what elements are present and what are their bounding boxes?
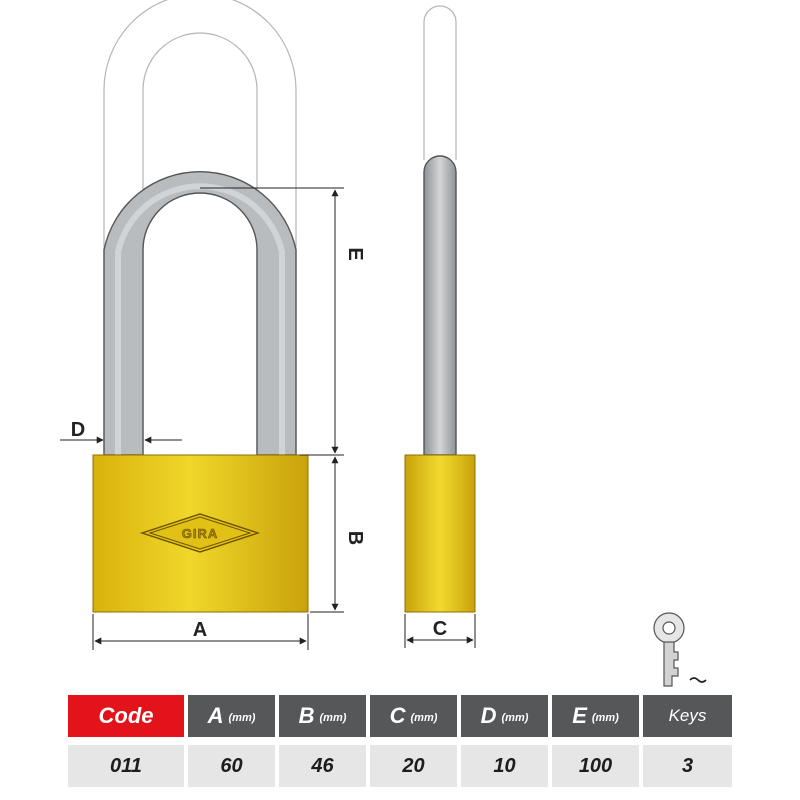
dimension-e bbox=[200, 187, 344, 456]
value-cell-c: 20 bbox=[370, 745, 457, 787]
dimension-a-label: A bbox=[193, 619, 207, 641]
header-cell-code: Code bbox=[68, 695, 184, 737]
dimension-b bbox=[310, 454, 344, 613]
brand-label: GIRA bbox=[182, 526, 219, 541]
raised-shackle-outline bbox=[103, 0, 297, 455]
header-unit-b: (mm) bbox=[319, 712, 347, 724]
shackle-side bbox=[423, 155, 457, 456]
header-unit-a: (mm) bbox=[228, 712, 256, 724]
header-cell-b: B (mm) bbox=[279, 695, 366, 737]
header-cell-a: A (mm) bbox=[188, 695, 275, 737]
header-unit-d: (mm) bbox=[501, 712, 529, 724]
table-header-row: Code A (mm) B (mm) C (mm) D (mm) E (mm) Keys bbox=[68, 695, 732, 737]
header-unit-e: (mm) bbox=[591, 712, 619, 724]
value-cell-e: 100 bbox=[552, 745, 639, 787]
header-cell-d: D (mm) bbox=[461, 695, 548, 737]
header-cell-c: C (mm) bbox=[370, 695, 457, 737]
key-icon bbox=[653, 612, 707, 687]
dimension-b-label: B bbox=[344, 531, 366, 545]
padlock-dimension-diagram: GIRA A B E D C bbox=[60, 0, 707, 687]
header-label-a: A bbox=[207, 703, 224, 728]
value-cell-code: 011 bbox=[68, 745, 184, 787]
value-cell-a: 60 bbox=[188, 745, 275, 787]
dimension-d-label: D bbox=[71, 419, 85, 441]
padlock-body-side bbox=[404, 454, 476, 613]
raised-shackle-side-outline bbox=[423, 5, 457, 160]
dimension-e-label: E bbox=[344, 247, 366, 260]
dimension-c bbox=[404, 614, 476, 648]
header-cell-keys: Keys bbox=[643, 695, 732, 737]
header-label-e: E bbox=[572, 703, 587, 728]
header-label-d: D bbox=[480, 703, 497, 728]
header-unit-c: (mm) bbox=[410, 712, 438, 724]
header-label-keys: Keys bbox=[668, 706, 707, 725]
value-cell-keys: 3 bbox=[643, 745, 732, 787]
header-label-code: Code bbox=[98, 703, 154, 728]
dimension-c-label: C bbox=[433, 618, 447, 640]
gira-logo: GIRA bbox=[139, 513, 261, 553]
header-cell-e: E (mm) bbox=[552, 695, 639, 737]
header-label-b: B bbox=[298, 703, 315, 728]
value-cell-d: 10 bbox=[461, 745, 548, 787]
value-cell-b: 46 bbox=[279, 745, 366, 787]
dimension-a bbox=[92, 614, 309, 650]
header-label-c: C bbox=[389, 703, 406, 728]
shackle-front-highlight bbox=[115, 183, 285, 455]
shackle-front bbox=[103, 171, 297, 456]
